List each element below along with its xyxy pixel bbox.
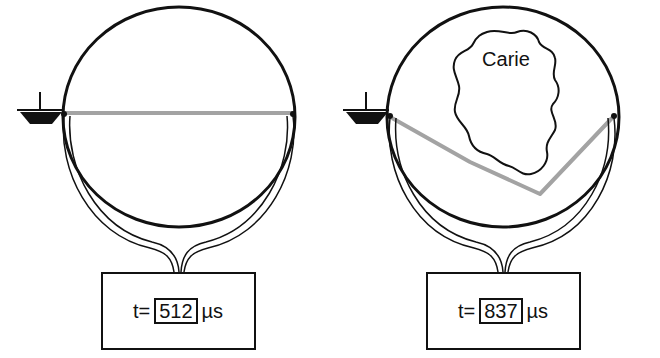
time-symbol: t= — [458, 300, 475, 323]
trunk-section — [63, 7, 295, 227]
decay-region: Carie — [447, 26, 565, 180]
decay-outline — [454, 31, 559, 175]
sensor-cable — [63, 116, 294, 272]
emitter-symbol — [17, 92, 63, 124]
timer-display: t= 837 µs — [426, 272, 581, 350]
time-symbol: t= — [133, 300, 150, 323]
region-label: Carie — [482, 48, 530, 71]
direct-path — [64, 111, 293, 115]
time-value-box: 837 — [479, 298, 522, 324]
trunk-section — [387, 7, 619, 227]
emitter-symbol — [343, 92, 389, 124]
timer-display: t= 512 µs — [101, 272, 256, 350]
time-unit: µs — [527, 300, 549, 323]
time-value-box: 512 — [154, 298, 197, 324]
time-unit: µs — [202, 300, 224, 323]
time-value: 837 — [484, 300, 517, 322]
time-value: 512 — [159, 300, 192, 322]
